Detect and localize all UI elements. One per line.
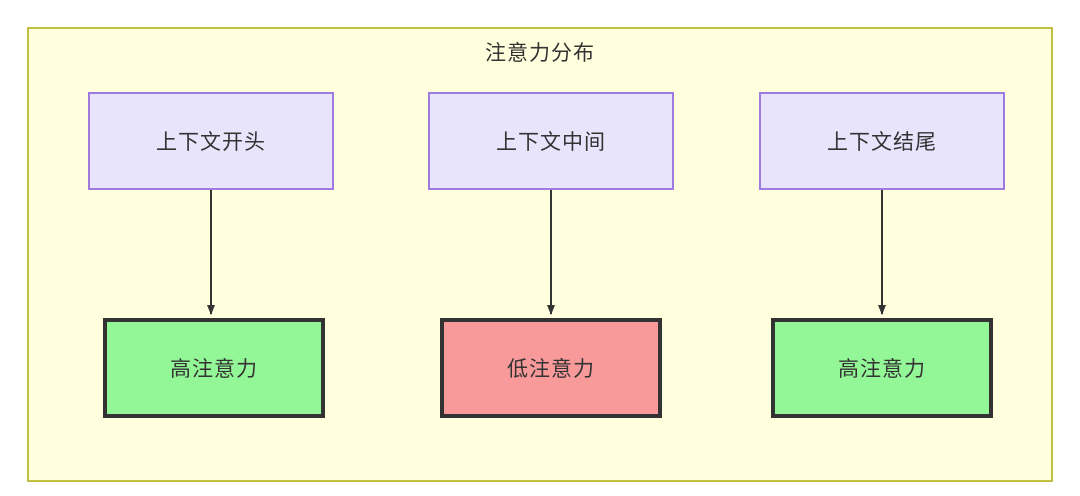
node-attention-low-middle[interactable]: 低注意力 [440, 318, 662, 418]
node-attention-high-start[interactable]: 高注意力 [103, 318, 325, 418]
node-context-end[interactable]: 上下文结尾 [759, 92, 1005, 190]
node-context-start[interactable]: 上下文开头 [88, 92, 334, 190]
subgraph-title: 注意力分布 [485, 42, 595, 65]
node-attention-high-end[interactable]: 高注意力 [771, 318, 993, 418]
node-context-middle[interactable]: 上下文中间 [428, 92, 674, 190]
